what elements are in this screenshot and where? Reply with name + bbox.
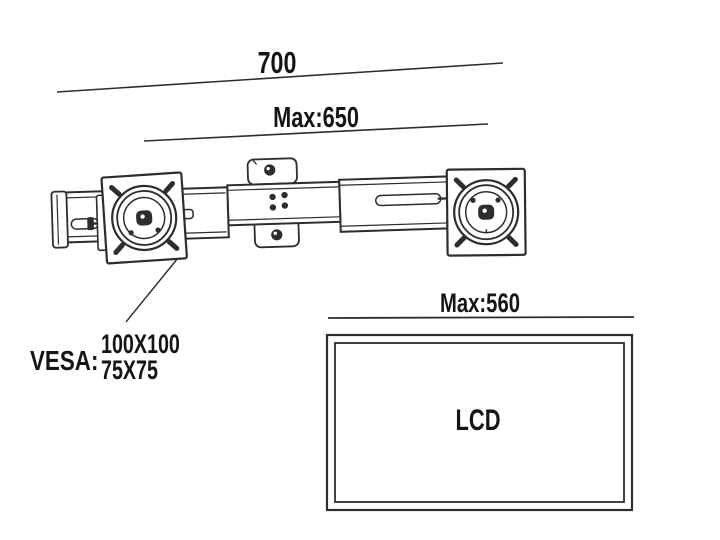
ring-screw (155, 227, 161, 233)
lcd-inner-frame (334, 342, 625, 503)
swivel-hub (136, 210, 153, 226)
ring-screw (470, 197, 476, 203)
dimension-650: Max:650 (143, 102, 489, 142)
center-mounting-holes (269, 191, 289, 211)
vesa-leader-line (125, 257, 179, 323)
vesa-corner-slots (453, 176, 519, 248)
wall-screw-top (264, 164, 276, 176)
lcd-outer-frame (325, 333, 634, 512)
wall-plate-tab-bottom (253, 217, 300, 249)
rail-end-cap (50, 190, 69, 249)
vesa-label-prefix: VESA: (30, 346, 98, 377)
dimension-560: Max:560 (327, 288, 635, 319)
lcd-panel: LCD (325, 333, 634, 512)
wall-plate-tab-top (246, 157, 298, 186)
vesa-size-secondary: 75X75 (101, 356, 158, 386)
vesa-corner-slots (109, 180, 180, 255)
dimension-line-560 (327, 316, 635, 319)
vesa-plate-left (100, 171, 188, 265)
bolt-head (87, 217, 94, 231)
swivel-rings (453, 179, 520, 246)
dimension-label-560: Max:560 (440, 288, 520, 319)
dimension-line-650 (143, 123, 489, 142)
ring-screw (495, 197, 501, 203)
dimension-label-650: Max:650 (273, 102, 359, 134)
ring-screw (128, 230, 134, 236)
right-adjustment-slot (375, 193, 452, 207)
dimension-700: 700 (56, 45, 504, 93)
vesa-size-primary: 100X100 (101, 330, 180, 360)
mount-bracket-assembly (50, 157, 527, 265)
swivel-hub (478, 204, 495, 220)
dimension-line-700 (56, 62, 504, 93)
lcd-label: LCD (456, 403, 501, 437)
vesa-plate-right (445, 167, 527, 257)
wall-screw-bottom (271, 229, 283, 241)
vesa-callout: VESA: 100X100 75X75 (30, 257, 180, 386)
dimension-label-700: 700 (258, 45, 297, 80)
swivel-rings (111, 184, 178, 252)
tab-notch (251, 159, 258, 165)
